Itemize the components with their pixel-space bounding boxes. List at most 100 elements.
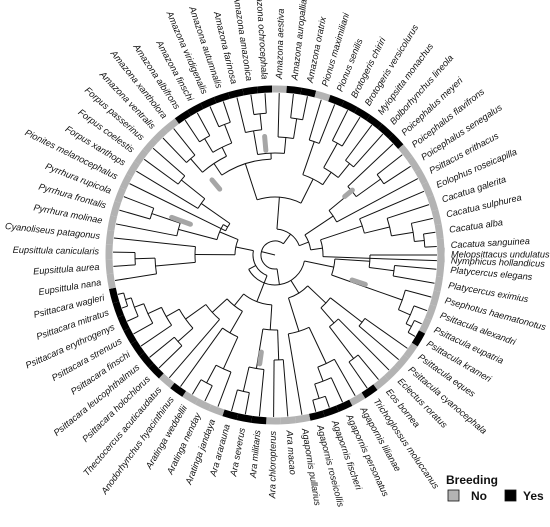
tree-arc: [359, 218, 365, 234]
breeding-segment: [427, 195, 439, 212]
tree-branch: [320, 225, 363, 241]
breeding-segment: [114, 187, 127, 204]
tree-arc: [317, 358, 335, 368]
breeding-segment: [411, 330, 426, 347]
breeding-segment: [361, 384, 378, 399]
breeding-segment: [314, 90, 331, 102]
tree-arc: [200, 379, 213, 387]
legend-title: Breeding: [446, 473, 498, 487]
shift-marker: [349, 277, 368, 287]
tree-branch: [115, 223, 177, 237]
tree-branch: [411, 217, 433, 224]
tip-label: Eupsittula nana: [38, 277, 102, 297]
breeding-segment: [107, 215, 118, 231]
tree-arc: [397, 289, 406, 310]
tree-branch: [353, 133, 384, 168]
breeding-segment: [377, 123, 394, 139]
tree-branch: [414, 319, 422, 325]
tree-arc: [278, 136, 294, 139]
tree-branch: [158, 345, 183, 369]
tree-branch: [364, 317, 408, 349]
tree-arc: [177, 175, 186, 185]
breeding-segment: [436, 253, 445, 269]
breeding-segment: [108, 287, 120, 304]
breeding-segment: [418, 317, 432, 334]
shift-marker: [257, 349, 264, 367]
breeding-segment: [213, 92, 230, 104]
breeding-segment: [158, 373, 175, 389]
tree-branch: [224, 124, 233, 144]
tree-branch: [219, 231, 239, 241]
breeding-segment: [431, 209, 442, 226]
breeding-segment: [200, 96, 217, 110]
breeding-segment: [406, 156, 421, 173]
tree-branch: [126, 315, 139, 322]
tree-branch: [173, 128, 196, 156]
tree-branch: [358, 325, 400, 360]
breeding-segment: [106, 273, 116, 289]
tree-branch: [323, 142, 338, 168]
shift-marker: [169, 214, 193, 227]
tip-label: Cyanoliseus patagonus: [5, 221, 101, 241]
breeding-segment: [123, 327, 137, 345]
tree-branch: [331, 274, 403, 301]
tree-arc: [276, 228, 300, 246]
tree-branch: [312, 400, 317, 412]
tree-branch: [256, 275, 268, 302]
tree-branch: [277, 93, 280, 138]
tree-arc: [314, 377, 332, 385]
breeding-segment: [286, 85, 302, 95]
legend-no-label: No: [471, 489, 487, 503]
tree-arc: [332, 140, 343, 147]
tree-branch: [347, 143, 394, 187]
breeding-segment: [394, 354, 410, 371]
breeding-segment: [195, 398, 212, 411]
breeding-segment: [398, 144, 413, 161]
tree-arc: [143, 303, 154, 324]
tree-branch: [235, 246, 254, 252]
tree-branch: [376, 154, 403, 175]
breeding-segment: [322, 405, 339, 418]
tree-branch: [330, 297, 363, 323]
tree-branch: [338, 318, 390, 371]
breeding-segment: [174, 109, 191, 124]
tree-branch: [320, 307, 335, 324]
tree-arc: [149, 207, 155, 220]
breeding-segment: [163, 118, 180, 133]
tree-branch: [191, 379, 202, 395]
tree-branch: [136, 170, 199, 209]
tree-branch: [331, 109, 349, 141]
tree-branch: [143, 158, 179, 185]
tree-branch: [147, 306, 162, 315]
tree-branch: [359, 190, 425, 220]
breeding-segment: [236, 413, 253, 423]
breeding-ring: [105, 85, 445, 425]
breeding-segment: [105, 259, 114, 275]
tree-branch: [308, 99, 322, 141]
tree-branch: [308, 327, 327, 364]
tree-arc: [225, 223, 231, 231]
tree-arc: [329, 318, 339, 328]
tree-branch: [304, 260, 334, 268]
breeding-segment: [349, 392, 366, 406]
tree-branch: [264, 93, 267, 114]
tree-branch: [165, 308, 180, 317]
tree-branch: [259, 113, 263, 130]
breeding-segment: [308, 410, 325, 421]
tree-branch: [333, 359, 356, 397]
tree-branch: [168, 319, 220, 379]
tree-branch: [114, 273, 157, 281]
tree-arc: [407, 320, 415, 333]
tip-label: Ara macao: [284, 429, 298, 475]
breeding-segment: [170, 382, 187, 397]
breeding-segment: [148, 363, 164, 379]
tree-branch: [293, 118, 298, 139]
breeding-segment: [336, 399, 353, 413]
breeding-segment: [436, 238, 445, 254]
tip-label: Ara severus: [228, 427, 247, 478]
breeding-segment: [373, 375, 389, 390]
tree-arc: [218, 121, 231, 128]
tree-arc: [358, 318, 366, 327]
breeding-segment: [421, 181, 434, 198]
